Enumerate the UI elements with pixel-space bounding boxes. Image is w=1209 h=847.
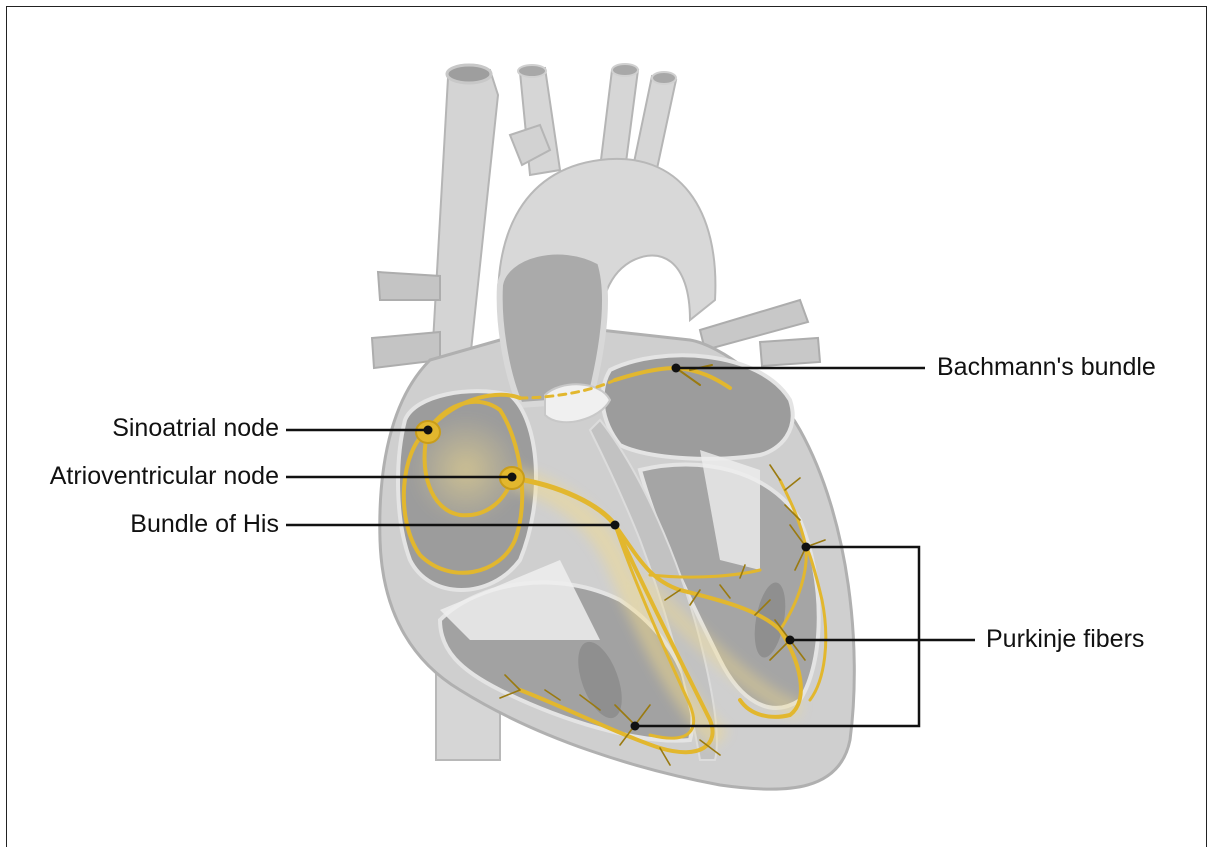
- purkinje-dot-middle: [786, 636, 795, 645]
- atrioventricular-dot: [508, 473, 517, 482]
- purkinje-dot-lower: [631, 722, 640, 731]
- svc-opening: [447, 65, 491, 83]
- carotid-artery: [600, 70, 638, 170]
- label-bachmanns-bundle: Bachmann's bundle: [937, 355, 1156, 380]
- pulmonary-vein-left-upper: [378, 272, 440, 300]
- purkinje-dot-upper: [802, 543, 811, 552]
- sinoatrial-dot: [424, 426, 433, 435]
- carotid-opening: [612, 64, 638, 76]
- pulmonary-vein-right-lower: [760, 338, 820, 366]
- brachio-opening: [518, 65, 546, 77]
- subclavian-opening: [652, 72, 676, 84]
- label-bundle-of-his: Bundle of His: [130, 512, 279, 537]
- label-purkinje-fibers: Purkinje fibers: [986, 627, 1144, 652]
- pulmonary-trunk: [500, 252, 605, 405]
- bundle-his-dot: [611, 521, 620, 530]
- superior-vena-cava: [432, 70, 498, 360]
- label-atrioventricular-node: Atrioventricular node: [50, 464, 279, 489]
- bachmann-dot: [672, 364, 681, 373]
- label-sinoatrial-node: Sinoatrial node: [112, 416, 279, 441]
